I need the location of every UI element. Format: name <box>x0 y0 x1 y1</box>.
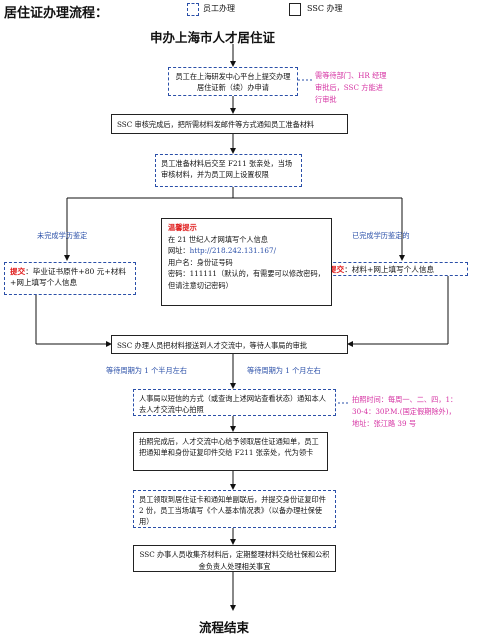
legend-employee-label: 员工办理 <box>203 4 235 13</box>
step-text: 员工领取到居住证卡和通知单副联后，并提交身份证复印件 2 份，员工当场填写《个人… <box>139 495 326 526</box>
tip-url-label: 网址： <box>168 246 190 255</box>
main-title: 申办上海市人才居住证 <box>150 30 276 45</box>
step-text: 员工在上海研发中心平台上提交办理居住证新（续）办申请 <box>175 72 291 92</box>
tip-box: 温馨提示 在 21 世纪人才网填写个人信息 网址：http://218.242.… <box>161 218 332 306</box>
legend-ssc-label: SSC 办理 <box>307 4 343 13</box>
photo-time-note: 拍照时间：每周一、二、四，1：30-4：30P.M.(国定假期除外)，地址：张江… <box>352 395 458 428</box>
branch-left-label: 未完成学历鉴定 <box>37 231 88 240</box>
tip-line-3: 用户名：身份证号码 <box>168 257 233 267</box>
tip-url-link[interactable]: http://218.242.131.167/ <box>189 246 277 255</box>
step-sms-notice: 人事局以短信的方式（或查询上述网站查看状态）通知本人去人才交流中心拍照 <box>133 389 336 416</box>
legend-title: 居住证办理流程： <box>4 6 109 21</box>
step-text: 人事局以短信的方式（或查询上述网站查看状态）通知本人去人才交流中心拍照 <box>139 394 326 414</box>
step-photo-complete: 拍照完成后，人才交流中心给予领取居住证通知单，员工把通知单和身份证复印件交给 F… <box>133 432 328 471</box>
step-submit-application: 员工在上海研发中心平台上提交办理居住证新（续）办申请 <box>168 67 298 96</box>
step-text: SSC 办理人员把材料报送到人才交流中，等待人事局的审批 <box>117 341 308 350</box>
left-wait-label: 等待周期为 1 个半月左右 <box>106 366 188 375</box>
tip-line-1: 在 21 世纪人才网填写个人信息 <box>168 234 268 244</box>
right-submit-box: 提交：材料+网上填写个人信息 <box>323 262 468 276</box>
step-submit-to-talent-center: SSC 办理人员把材料报送到人才交流中，等待人事局的审批 <box>111 335 348 354</box>
submit-text: ：材料+网上填写个人信息 <box>344 265 435 274</box>
end-title: 流程结束 <box>199 620 250 635</box>
tip-line-4: 密码：111111（默认的，有需要可以修改密码，但请注意切记密码） <box>168 269 325 290</box>
step-prepare-materials: 员工准备材料后交至 F211 张亲处，当场审核材料，并为员工网上设置权限 <box>155 154 302 187</box>
tip-title: 温馨提示 <box>168 223 197 232</box>
right-wait-label: 等待周期为 1 个月左右 <box>247 366 321 375</box>
tip-line-2: 网址：http://218.242.131.167/ <box>168 245 325 257</box>
step-ssc-review: SSC 审核完成后，把所需材料发邮件等方式通知员工准备材料 <box>111 114 348 134</box>
step-text: 拍照完成后，人才交流中心给予领取居住证通知单，员工把通知单和身份证复印件交给 F… <box>139 437 319 457</box>
legend-employee-swatch <box>187 3 199 16</box>
legend-ssc-swatch <box>289 3 301 16</box>
step-text: 员工准备材料后交至 F211 张亲处，当场审核材料，并为员工网上设置权限 <box>161 159 293 179</box>
left-submit-box: 提交：毕业证书原件+80 元+材料+网上填写个人信息 <box>4 262 136 295</box>
submit-tag: 提交 <box>329 265 345 274</box>
step-ssc-social-security: SSC 办事人员收集齐材料后，定期整理材料交给社保和公积金负责人处理相关事宜 <box>133 545 336 572</box>
submit-tag: 提交 <box>10 267 26 276</box>
step-collect-card: 员工领取到居住证卡和通知单副联后，并提交身份证复印件 2 份，员工当场填写《个人… <box>133 490 336 528</box>
submit-text: ：毕业证书原件+80 元+材料+网上填写个人信息 <box>10 267 126 287</box>
step-text: SSC 办事人员收集齐材料后，定期整理材料交给社保和公积金负责人处理相关事宜 <box>139 550 330 571</box>
branch-right-label: 已完成学历鉴定的 <box>352 231 410 240</box>
step-text: SSC 审核完成后，把所需材料发邮件等方式通知员工准备材料 <box>117 120 315 129</box>
hr-approval-note: 需等待部门、HR 经理审批后，SSC 方能进行审批 <box>315 71 387 104</box>
